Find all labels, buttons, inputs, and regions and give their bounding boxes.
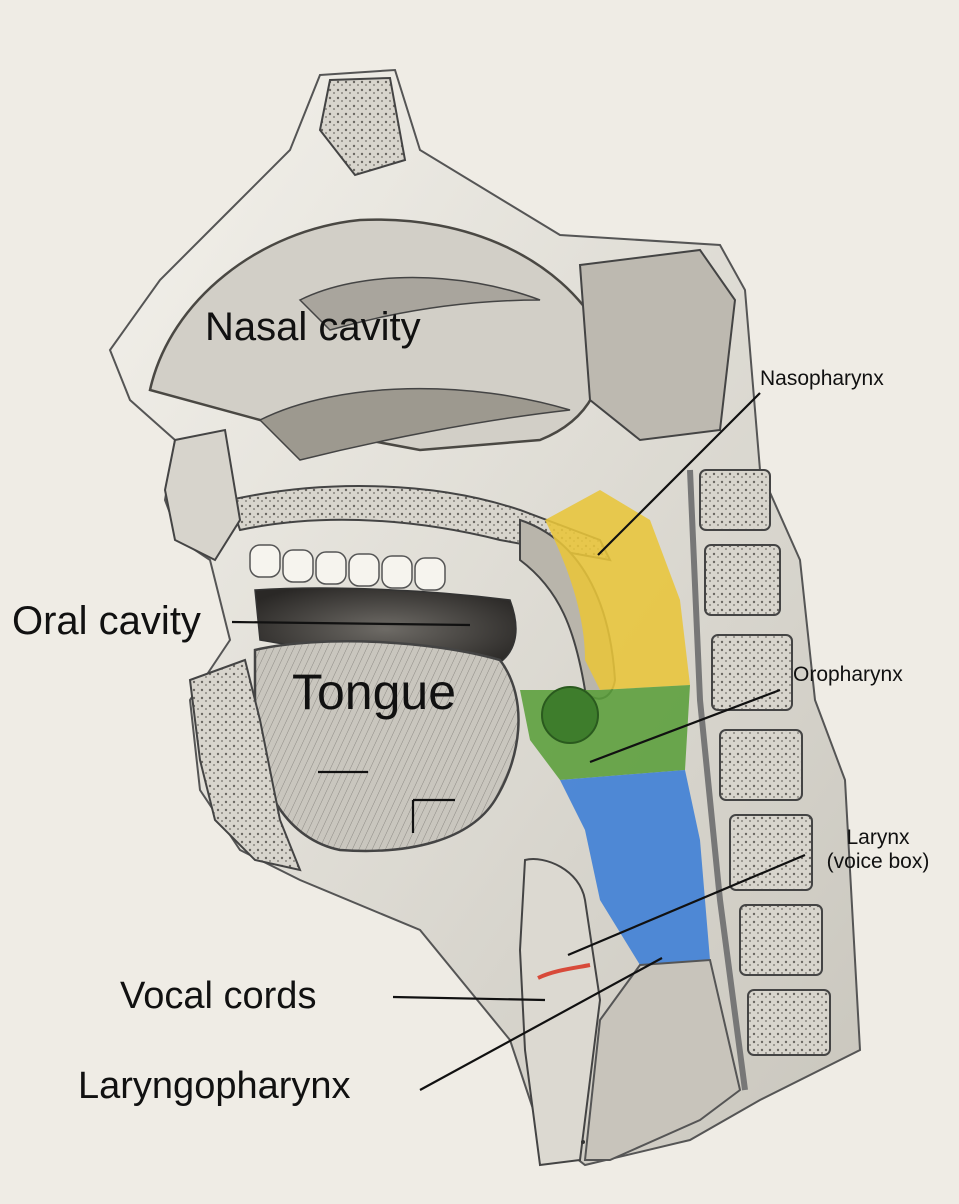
oropharynx-label: Oropharynx <box>793 663 903 687</box>
vocal-cords-label: Vocal cords <box>120 975 316 1019</box>
laryngopharynx-label: Laryngopharynx <box>78 1065 351 1109</box>
oral-cavity-label: Oral cavity <box>12 598 201 644</box>
larynx-label-title: Larynx <box>808 826 948 850</box>
nasopharynx-label: Nasopharynx <box>760 367 884 391</box>
tongue-label: Tongue <box>292 664 456 722</box>
larynx-label-subtitle: (voice box) <box>808 850 948 874</box>
nasal-cavity-label: Nasal cavity <box>205 304 421 350</box>
larynx-label: Larynx (voice box) <box>808 826 948 874</box>
tonsil <box>542 687 598 743</box>
dust-speck <box>581 1140 585 1144</box>
sphenoid-sinus <box>580 250 735 440</box>
